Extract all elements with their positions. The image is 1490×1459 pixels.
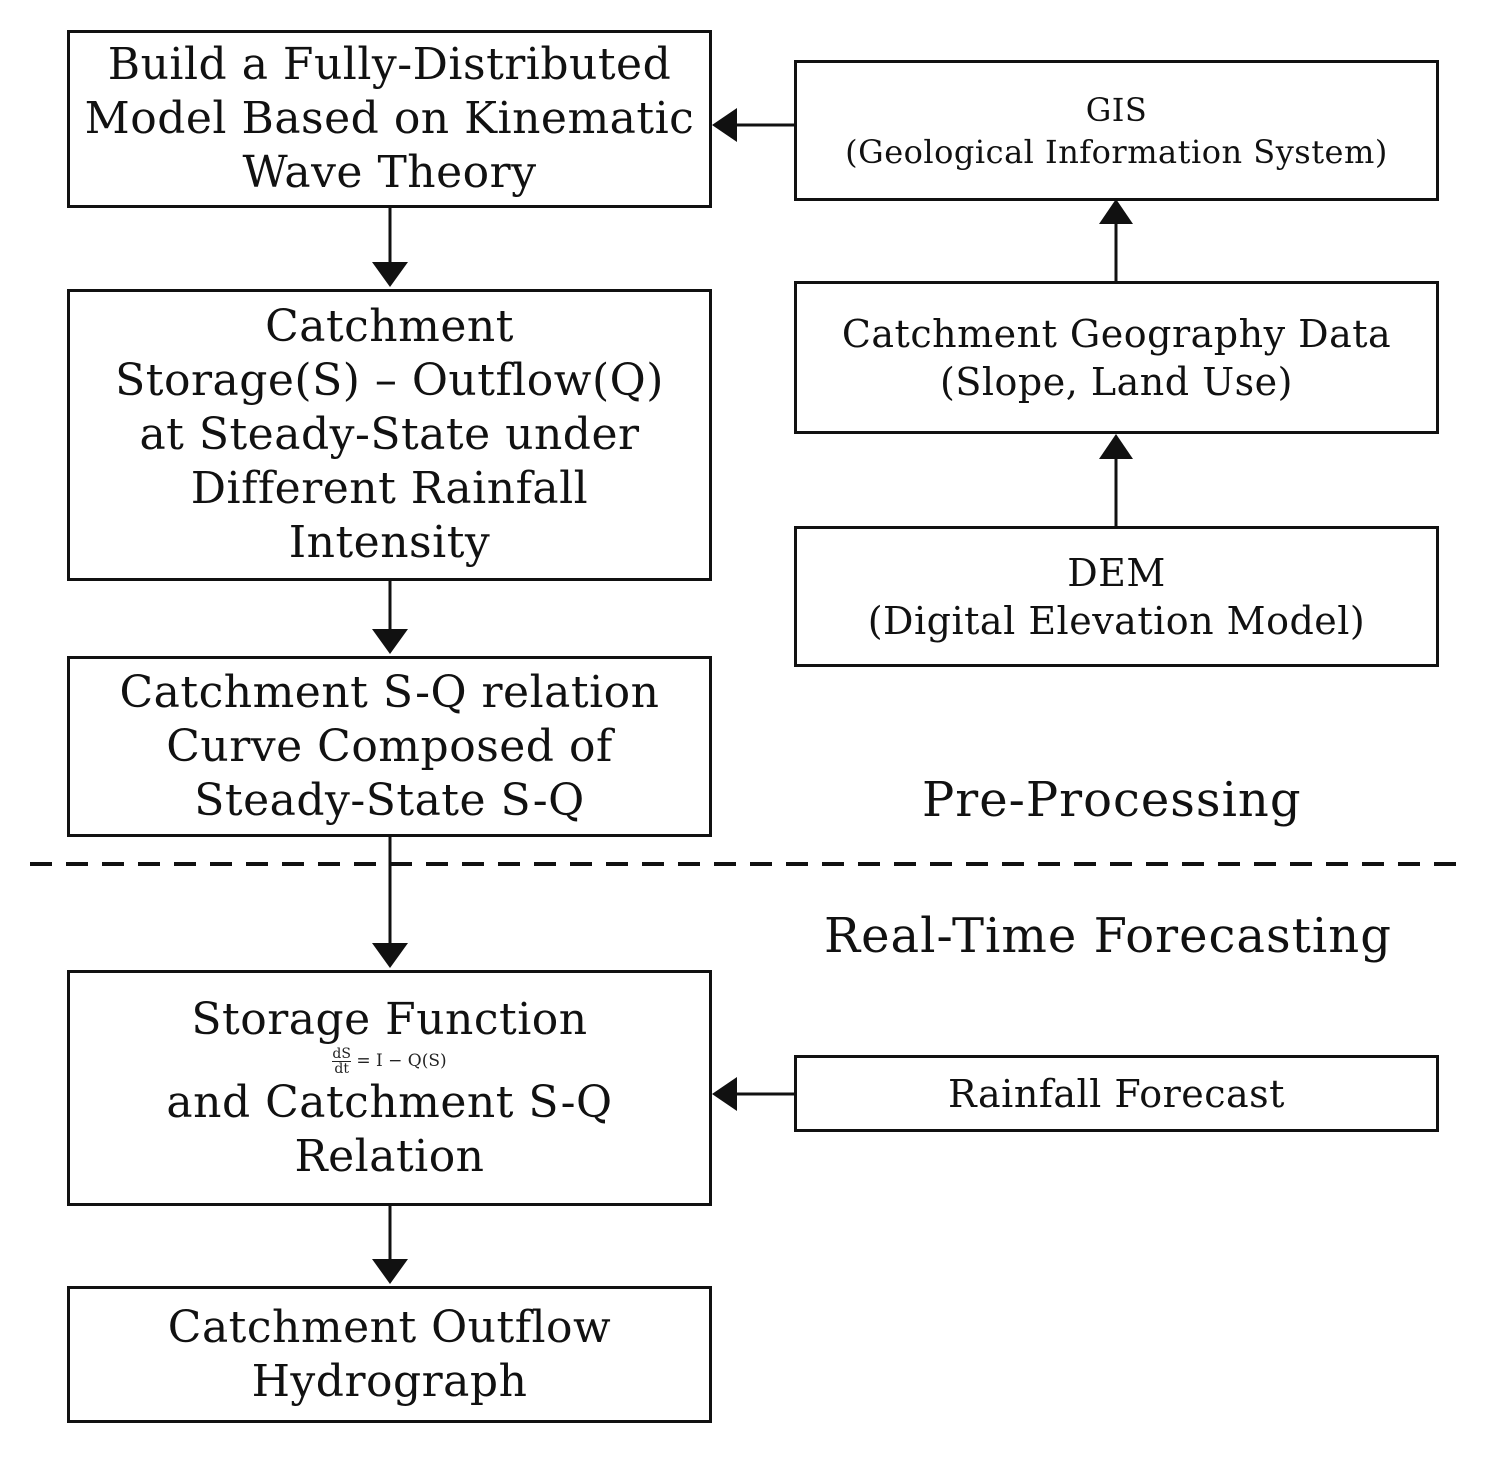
box-hydrograph-line-2: Hydrograph: [251, 1355, 528, 1407]
box-gis: GIS (Geological Information System): [794, 60, 1439, 201]
arrow-rainfall-to-function-head: [712, 1077, 737, 1111]
formula-denominator: dt: [332, 1060, 351, 1077]
box-rainfall: Rainfall Forecast: [794, 1055, 1439, 1132]
arrow-function-to-hydrograph-head: [372, 1259, 408, 1284]
box-dem: DEM (Digital Elevation Model): [794, 526, 1439, 667]
arrow-curve-to-function-head: [372, 943, 408, 968]
box-build-model-line-2: Model Based on Kinematic: [84, 93, 695, 144]
box-rainfall-line-1: Rainfall Forecast: [948, 1071, 1285, 1116]
box-sq-curve-line-1: Catchment S-Q relation: [119, 666, 660, 718]
box-storage-function-line-2: and Catchment S-Q: [166, 1076, 613, 1128]
box-storage-outflow-line-3: at Steady-State under: [139, 409, 640, 460]
box-storage-function-line-3: Relation: [294, 1130, 485, 1182]
box-hydrograph: Catchment Outflow Hydrograph: [67, 1286, 712, 1423]
box-storage-outflow: Catchment Storage(S) – Outflow(Q) at Ste…: [67, 289, 712, 581]
arrow-storage-to-curve-head: [372, 629, 408, 654]
arrow-gis-to-model-head: [712, 108, 737, 142]
storage-function-formula: dS dt = I − Q(S): [332, 1045, 447, 1077]
box-build-model-line-1: Build a Fully-Distributed: [107, 39, 672, 90]
box-gis-line-1: GIS: [1085, 90, 1148, 129]
box-gis-line-2: (Geological Information System): [845, 132, 1388, 171]
box-build-model: Build a Fully-Distributed Model Based on…: [67, 30, 712, 208]
box-storage-outflow-line-2: Storage(S) – Outflow(Q): [115, 355, 664, 406]
section-label-pre-processing: Pre-Processing: [922, 772, 1302, 828]
box-storage-outflow-line-5: Intensity: [288, 517, 491, 568]
box-sq-curve-line-2: Curve Composed of: [166, 720, 613, 772]
section-label-real-time-forecasting: Real-Time Forecasting: [824, 908, 1392, 964]
box-sq-curve-line-3: Steady-State S-Q: [194, 774, 585, 826]
box-storage-function-line-1: Storage Function: [191, 993, 588, 1045]
formula-rhs: = I − Q(S): [356, 1050, 447, 1071]
box-geography: Catchment Geography Data (Slope, Land Us…: [794, 281, 1439, 434]
box-dem-line-1: DEM: [1067, 550, 1166, 595]
formula-numerator: dS: [332, 1045, 351, 1062]
box-dem-line-2: (Digital Elevation Model): [867, 598, 1366, 643]
arrow-dem-to-geography-head: [1099, 434, 1133, 459]
box-storage-function: Storage Function dS dt = I − Q(S) and Ca…: [67, 970, 712, 1206]
box-hydrograph-line-1: Catchment Outflow: [167, 1301, 612, 1353]
box-geography-line-2: (Slope, Land Use): [940, 359, 1293, 404]
box-sq-curve: Catchment S-Q relation Curve Composed of…: [67, 656, 712, 837]
arrow-model-to-storage-head: [372, 262, 408, 287]
box-storage-outflow-line-4: Different Rainfall: [190, 463, 589, 514]
box-storage-outflow-line-1: Catchment: [265, 301, 514, 352]
arrow-geography-to-gis-head: [1099, 199, 1133, 224]
box-build-model-line-3: Wave Theory: [242, 147, 537, 198]
box-geography-line-1: Catchment Geography Data: [841, 311, 1392, 356]
